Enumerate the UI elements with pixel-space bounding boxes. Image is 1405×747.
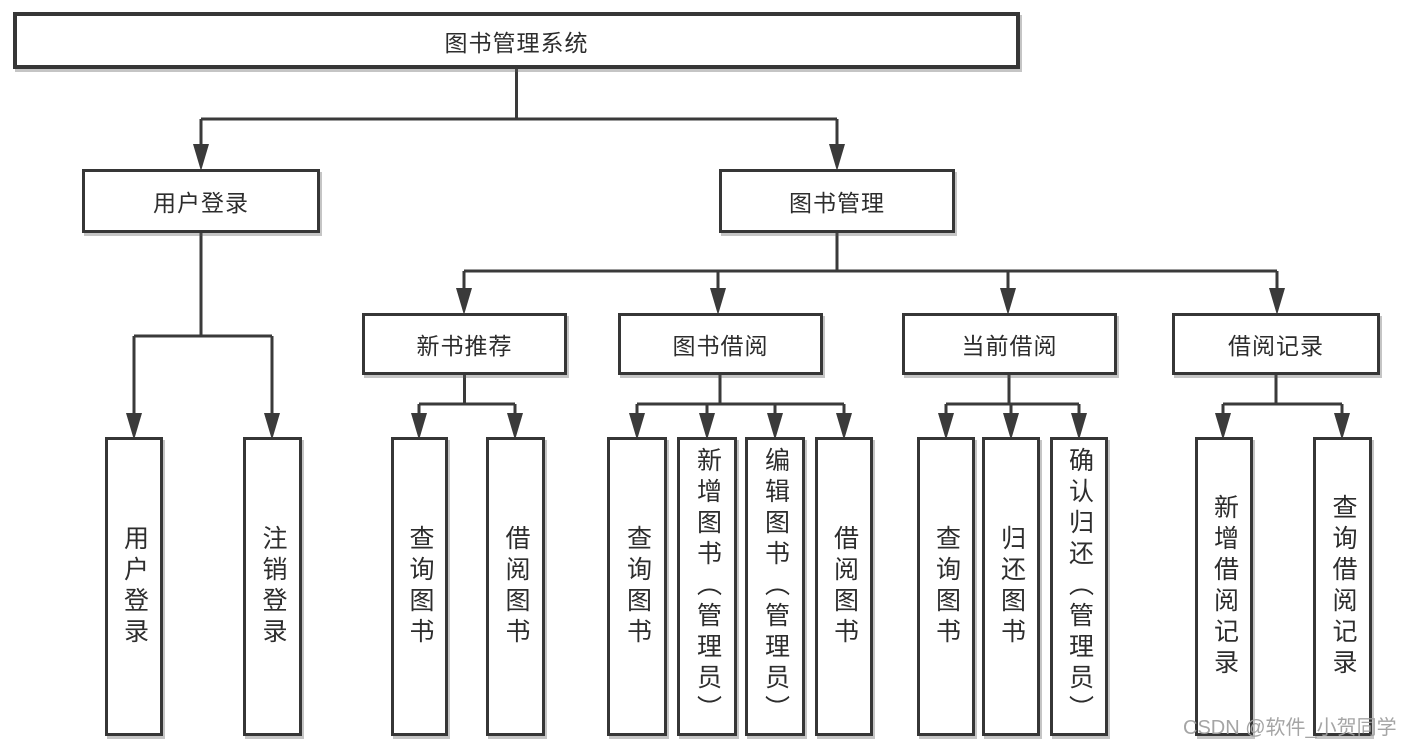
connector-root-to-level2 (193, 69, 845, 171)
node-borrow-records: 借阅记录 (1172, 313, 1380, 375)
leaf-logout: 注销登录 (243, 437, 302, 736)
leaf-user-login: 用户登录 (105, 437, 163, 736)
connector-newbook-to-leaves (411, 375, 523, 440)
watermark: CSDN @软件_小贺同学 (1183, 717, 1397, 739)
leaf-newbook-query-books-label: 查询图书 (406, 524, 434, 649)
leaf-return-books-label: 归还图书 (997, 524, 1026, 649)
node-library-system: 图书管理系统 (13, 12, 1020, 69)
leaf-edit-books-admin-label: 编辑图书（管理员） (761, 447, 790, 726)
leaf-add-borrow-record-label: 新增借阅记录 (1210, 493, 1239, 680)
leaf-newbook-query-books: 查询图书 (391, 437, 448, 736)
leaf-query-borrow-record-label: 查询借阅记录 (1329, 493, 1357, 680)
leaf-newbook-borrow-books-label: 借阅图书 (502, 524, 530, 649)
connector-bookmgmt-to-level3 (456, 233, 1285, 315)
node-user-login-label: 用户登录 (153, 190, 249, 216)
leaf-confirm-return-admin: 确认归还（管理员） (1050, 437, 1108, 736)
leaf-current-query-books: 查询图书 (917, 437, 975, 736)
leaf-add-books-admin: 新增图书（管理员） (677, 437, 737, 736)
node-new-book-recommend: 新书推荐 (362, 313, 567, 375)
leaf-newbook-borrow-books: 借阅图书 (486, 437, 545, 736)
node-current-borrowing-label: 当前借阅 (961, 333, 1058, 359)
leaf-logout-label: 注销登录 (259, 524, 287, 649)
node-book-borrowing: 图书借阅 (618, 313, 823, 375)
node-book-management-label: 图书管理 (789, 190, 885, 216)
leaf-query-borrow-record: 查询借阅记录 (1313, 437, 1372, 736)
leaf-add-books-admin-label: 新增图书（管理员） (693, 447, 722, 726)
connector-currentborrow-to-leaves (938, 375, 1087, 440)
node-borrow-records-label: 借阅记录 (1228, 333, 1324, 359)
leaf-current-query-books-label: 查询图书 (932, 524, 961, 649)
node-new-book-recommend-label: 新书推荐 (416, 333, 513, 359)
connector-bookborrow-to-leaves (629, 375, 852, 440)
node-library-system-label: 图书管理系统 (444, 29, 589, 56)
connector-borrowrecord-to-leaves (1215, 375, 1350, 440)
leaf-return-books: 归还图书 (982, 437, 1040, 736)
node-book-management: 图书管理 (719, 169, 955, 233)
leaf-confirm-return-admin-label: 确认归还（管理员） (1065, 447, 1094, 726)
leaf-borrow-query-books: 查询图书 (607, 437, 667, 736)
node-user-login: 用户登录 (82, 169, 320, 233)
leaf-add-borrow-record: 新增借阅记录 (1195, 437, 1253, 736)
leaf-borrow-books: 借阅图书 (815, 437, 873, 736)
leaf-user-login-label: 用户登录 (120, 524, 149, 649)
connector-userlogin-to-leaves (126, 233, 280, 440)
node-book-borrowing-label: 图书借阅 (672, 333, 769, 359)
node-current-borrowing: 当前借阅 (902, 313, 1117, 375)
leaf-borrow-books-label: 借阅图书 (830, 524, 859, 649)
leaf-borrow-query-books-label: 查询图书 (623, 524, 652, 649)
leaf-edit-books-admin: 编辑图书（管理员） (745, 437, 805, 736)
